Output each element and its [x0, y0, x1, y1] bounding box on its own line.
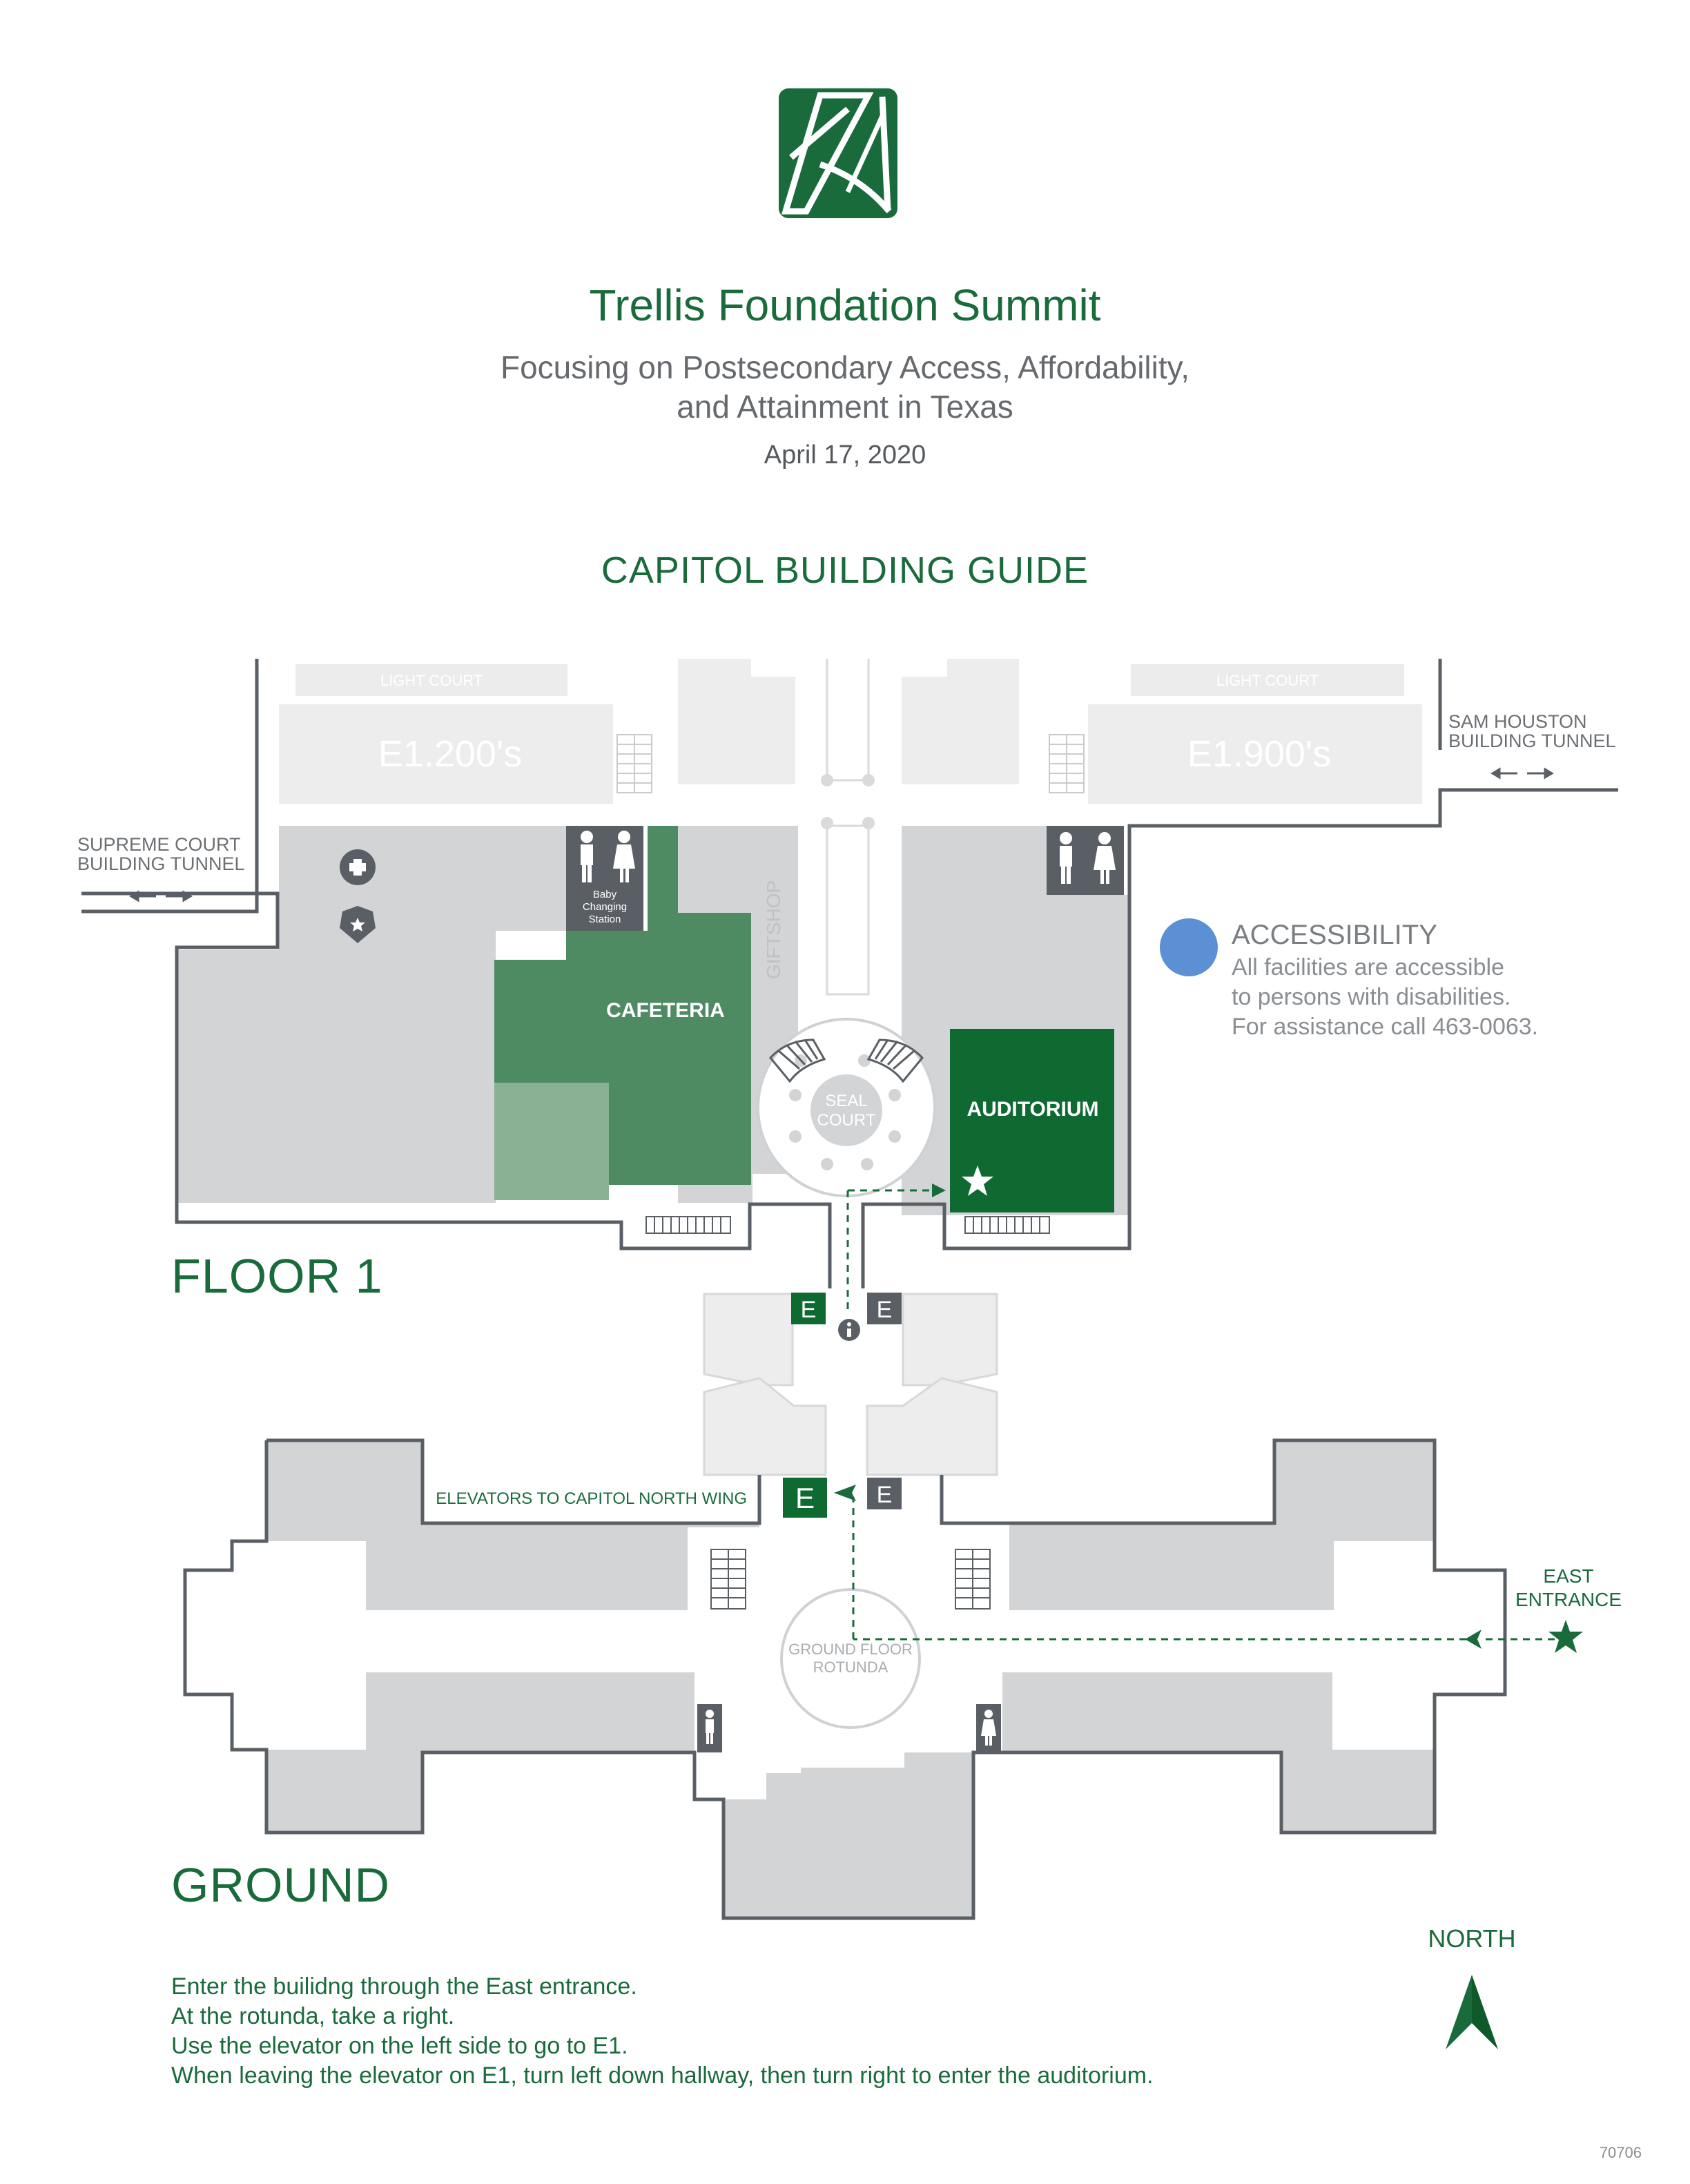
sam-houston-tunnel-label-1: SAM HOUSTON: [1448, 711, 1587, 732]
restroom-icon: Baby Changing Station: [566, 826, 643, 931]
elevators-north-wing-label: ELEVATORS TO CAPITOL NORTH WING: [436, 1489, 747, 1508]
elevator-ground-left: E: [783, 1478, 827, 1518]
light-court-left: [295, 664, 567, 696]
restroom-icon: [1047, 826, 1124, 895]
ground-rotunda-label-1: GROUND FLOOR: [788, 1641, 913, 1658]
elevator-connector: [703, 1293, 998, 1476]
central-block-left: [678, 659, 795, 784]
floor1-label: FLOOR 1: [171, 1249, 383, 1303]
stairs-icon: [964, 1216, 1050, 1234]
event-subtitle-line1: Focusing on Postsecondary Access, Afford…: [500, 349, 1190, 385]
west-wing: [178, 826, 566, 1203]
room-e1900-label: E1.900's: [1187, 733, 1331, 775]
baby-station-label-1: Baby: [593, 889, 617, 900]
floor1-map: LIGHT COURT LIGHT COURT E1.200's E1.900'…: [77, 659, 1618, 1309]
light-court-left-label: LIGHT COURT: [380, 672, 483, 689]
directions-list: Enter the builidng through the East entr…: [171, 1972, 1154, 2091]
sam-houston-tunnel-label-2: BUILDING TUNNEL: [1448, 731, 1616, 751]
trellis-logo: [779, 88, 897, 218]
cafeteria-annex: [494, 1083, 609, 1200]
central-corridor: [826, 659, 870, 996]
elevator-letter: E: [795, 1482, 815, 1514]
event-date: April 17, 2020: [764, 441, 926, 470]
direction-step: When leaving the elevator on E1, turn le…: [171, 2062, 1154, 2089]
route-arrow-icon: [834, 1485, 856, 1501]
north-label: NORTH: [1428, 1924, 1515, 1953]
room-e1200: [279, 704, 613, 804]
ground-rotunda-label-2: ROTUNDA: [813, 1659, 888, 1676]
elevator-letter: E: [877, 1482, 893, 1508]
north-arrow-icon: [1446, 1975, 1498, 2049]
auditorium-label: AUDITORIUM: [967, 1098, 1098, 1121]
route-arrow-icon: [932, 1183, 946, 1197]
ground-label: GROUND: [171, 1858, 391, 1912]
route-arrow-icon: [1465, 1630, 1482, 1649]
central-block-right: [902, 659, 1019, 784]
seal-court-center: [810, 1074, 882, 1146]
room-e1200-label: E1.200's: [378, 733, 522, 775]
info-icon: [838, 1319, 860, 1341]
east-entrance-label-2: ENTRANCE: [1515, 1589, 1622, 1610]
accessibility-heading: ACCESSIBILITY: [1232, 920, 1437, 950]
ground-east-block-top: [1009, 1440, 1435, 1610]
ground-south-block: [723, 1752, 973, 1918]
seal-court-label-2: COURT: [817, 1111, 876, 1130]
east-entrance-label-1: EAST: [1543, 1565, 1593, 1587]
direction-step: Use the elevator on the left side to go …: [171, 2033, 628, 2059]
supreme-court-tunnel-label-1: SUPREME COURT: [77, 834, 241, 855]
cafeteria-label: CAFETERIA: [606, 999, 725, 1022]
accessibility-line1: All facilities are accessible: [1232, 954, 1504, 980]
elevator-ground-right: E: [867, 1478, 902, 1509]
ground-west-block-top: [266, 1440, 759, 1610]
ground-map: GROUND FLOOR ROTUNDA E E ELEVATORS TO CA…: [183, 1438, 1622, 1920]
baby-station-label-2: Changing: [583, 901, 627, 913]
direction-step: Enter the builidng through the East entr…: [171, 1973, 637, 2000]
stairs-icon: [710, 1549, 746, 1610]
stairs-icon: [616, 734, 652, 793]
route-path-ground: [852, 1500, 1555, 1641]
restroom-icon: [976, 1704, 1001, 1752]
baby-station-label-3: Station: [589, 914, 621, 925]
supreme-court-tunnel-label-2: BUILDING TUNNEL: [77, 853, 245, 874]
east-entrance-star-icon: [1548, 1620, 1583, 1653]
accessibility-line3: For assistance call 463-0063.: [1232, 1014, 1539, 1040]
stairs-icon: [645, 1216, 731, 1234]
guide-title: CAPITOL BUILDING GUIDE: [601, 550, 1089, 591]
stairs-icon: [955, 1549, 991, 1610]
room-e1900: [1088, 704, 1422, 804]
ground-rotunda: [780, 1588, 921, 1729]
ground-walls: [183, 1438, 1507, 1920]
event-title: Trellis Foundation Summit: [589, 280, 1101, 330]
first-aid-icon: [340, 849, 376, 885]
stairs-icon: [1049, 734, 1085, 793]
seal-court-label-1: SEAL: [825, 1092, 867, 1110]
stairs-icon: [866, 1038, 924, 1083]
floor1-walls: [81, 659, 1618, 1288]
elevator-letter: E: [801, 1297, 817, 1323]
event-subtitle-line2: and Attainment in Texas: [677, 389, 1013, 425]
route-path-floor1: [846, 1189, 933, 1309]
corridor-posts: [821, 774, 875, 829]
elevator-e1-right: E: [867, 1293, 902, 1324]
elevator-e1-left: E: [791, 1293, 826, 1324]
accessibility-icon: [1160, 918, 1218, 976]
accessibility-line2: to persons with disabilities.: [1232, 984, 1511, 1010]
document-number: 70706: [1599, 2144, 1642, 2161]
star-icon: [962, 1166, 993, 1196]
stairs-icon: [769, 1038, 826, 1083]
elevator-letter: E: [877, 1297, 893, 1323]
giftshop-label: GIFTSHOP: [763, 880, 784, 979]
double-arrow-icon: [129, 890, 193, 902]
light-court-right: [1131, 664, 1404, 696]
double-arrow-icon: [1490, 767, 1554, 780]
police-badge-icon: [340, 906, 376, 943]
direction-step: At the rotunda, take a right.: [171, 2003, 455, 2029]
light-court-right-label: LIGHT COURT: [1216, 672, 1319, 689]
restroom-icon: [697, 1704, 722, 1752]
